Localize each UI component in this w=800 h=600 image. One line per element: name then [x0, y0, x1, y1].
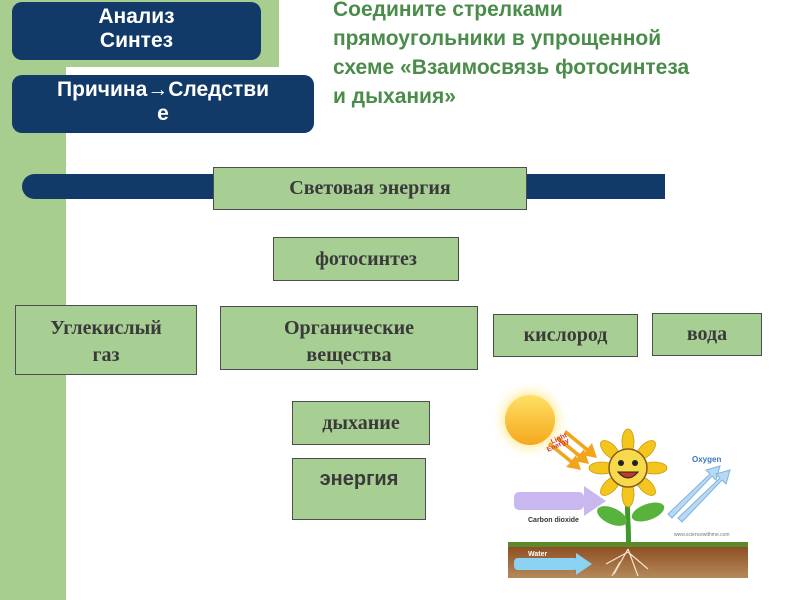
carbon-dioxide-box[interactable]: Углекислый газ [15, 305, 197, 375]
carbon-dioxide-label-line2: газ [92, 344, 120, 366]
oxygen-arrows-icon [667, 465, 731, 523]
title-line-4: и дыхания» [333, 85, 456, 108]
energy-label: энергия [319, 468, 399, 490]
oxygen-label: кислород [523, 324, 608, 346]
title-line-3: схеме «Взаимосвязь фотосинтеза [333, 56, 690, 79]
light-energy-arrows-icon [548, 430, 597, 470]
light-energy-label: Световая энергия [289, 177, 451, 199]
photosynthesis-label: фотосинтез [315, 248, 417, 270]
organic-substances-label-line1: Органические [283, 317, 414, 339]
analysis-synthesis-tag: Анализ Синтез [12, 2, 261, 60]
water-box[interactable]: вода [652, 313, 762, 356]
sun-icon [490, 384, 570, 460]
slide-title: Соедините стрелками прямоугольники в упр… [333, 0, 793, 111]
photosynthesis-box[interactable]: фотосинтез [273, 237, 459, 281]
oxygen-box[interactable]: кислород [493, 314, 638, 357]
cause-effect-label-line1: Причина→Следстви [56, 78, 270, 101]
respiration-box[interactable]: дыхание [292, 401, 430, 445]
carbon-dioxide-label-line1: Углекислый [50, 317, 162, 339]
illus-co2-label: Carbon dioxide [528, 517, 579, 524]
water-arrow-icon [514, 553, 592, 575]
illus-water-label: Water [528, 551, 547, 558]
title-line-1: Соедините стрелками [333, 0, 563, 21]
synthesis-label: Синтез [99, 29, 174, 52]
respiration-label: дыхание [322, 412, 400, 434]
organic-substances-box[interactable]: Органические вещества [220, 306, 478, 370]
sunflower-icon [588, 428, 668, 550]
illus-oxygen-label: Oxygen [692, 455, 721, 464]
photosynthesis-illustration: Light Energy Oxygen Carbon dioxide [490, 384, 748, 578]
cause-effect-label-line2: е [157, 102, 169, 125]
water-label: вода [686, 323, 728, 345]
title-line-2: прямоугольники в упрощенной [333, 27, 662, 50]
soil-ground [508, 542, 748, 578]
organic-substances-label-line2: вещества [306, 344, 392, 366]
light-energy-box[interactable]: Световая энергия [213, 167, 527, 210]
carbon-dioxide-arrow-icon [514, 486, 606, 516]
cause-effect-tag: Причина→Следстви е [12, 75, 314, 133]
energy-box[interactable]: энергия [292, 458, 426, 520]
analysis-label: Анализ [98, 5, 175, 28]
illus-credit: www.sciencewithme.com [674, 532, 730, 538]
